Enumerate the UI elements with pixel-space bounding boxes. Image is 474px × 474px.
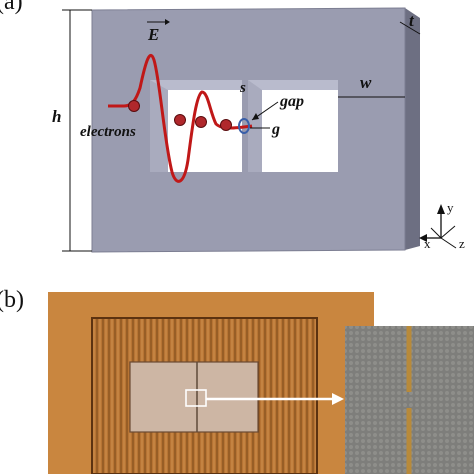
window-right	[248, 80, 338, 172]
field-wave	[108, 53, 253, 183]
axis-y-label: y	[447, 200, 454, 215]
field-label: E	[147, 25, 159, 44]
h-label: h	[52, 107, 61, 126]
window-left-top	[150, 80, 242, 90]
membrane-window-border	[129, 361, 259, 433]
panel-a: (a) h t w s E electrons	[0, 0, 465, 253]
electron-4	[220, 119, 232, 131]
window-left	[150, 80, 242, 172]
electron-3	[195, 116, 207, 128]
gap-arrow-head	[252, 113, 259, 120]
panel-b: (b)	[0, 287, 474, 474]
electron-1	[128, 100, 140, 112]
axes-indicator: y x z	[419, 200, 465, 251]
s-label: s	[239, 80, 246, 96]
panel-a-label: (a)	[0, 0, 23, 15]
copper-plate-edge	[91, 317, 318, 474]
membrane-window	[130, 362, 258, 432]
window-left-wall	[150, 80, 168, 172]
plate-side	[405, 8, 420, 250]
gap-label: gap	[279, 93, 304, 110]
w-label: w	[360, 73, 372, 92]
axis-z-label: z	[459, 236, 465, 251]
t-dimension-line	[399, 21, 421, 35]
zoom-arrow-head	[332, 393, 344, 405]
gap-marker	[238, 118, 250, 134]
window-right-wall	[248, 80, 262, 172]
window-right-top	[248, 80, 338, 90]
electrons-label: electrons	[80, 124, 136, 140]
panel-b-label: (b)	[0, 287, 24, 313]
field-arrow-head	[165, 19, 170, 25]
t-label: t	[409, 11, 415, 30]
electron-2	[174, 114, 186, 126]
g-label: g	[271, 121, 280, 138]
axis-x-label: x	[424, 236, 431, 251]
